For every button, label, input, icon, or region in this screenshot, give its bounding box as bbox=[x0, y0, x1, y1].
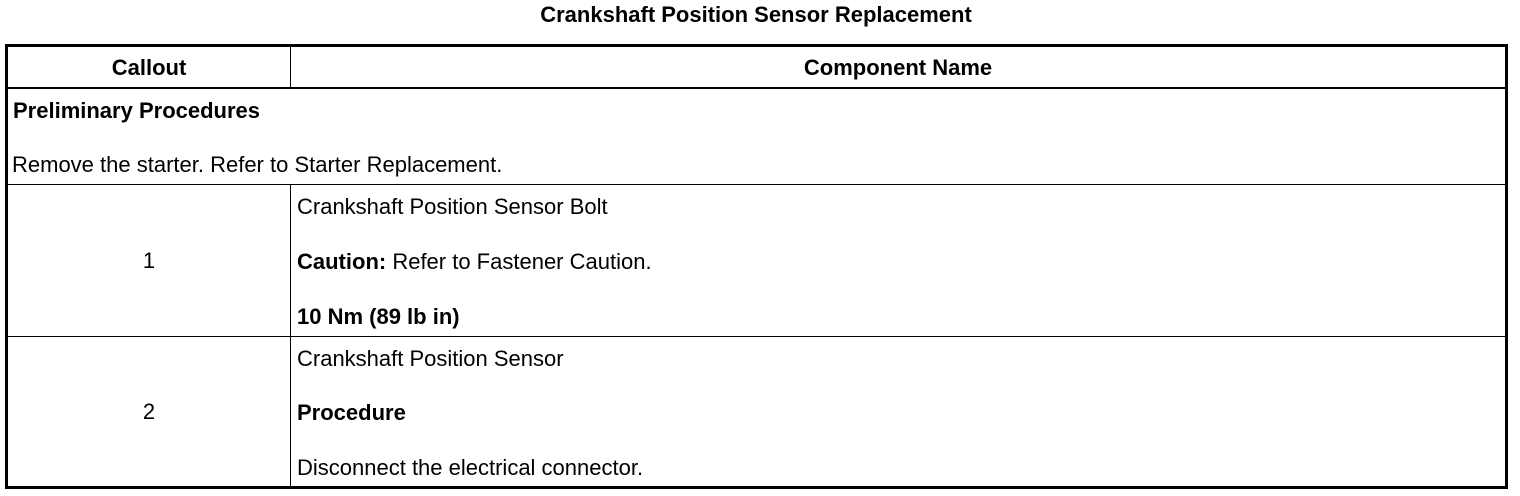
preliminary-heading: Preliminary Procedures bbox=[13, 98, 261, 123]
preliminary-cell: Preliminary Procedures Remove the starte… bbox=[8, 89, 1505, 184]
table-row: 1 Crankshaft Position Sensor Bolt Cautio… bbox=[8, 185, 1505, 337]
component-name: Crankshaft Position Sensor bbox=[297, 346, 564, 371]
component-name: Crankshaft Position Sensor Bolt bbox=[297, 194, 608, 219]
table-header-row: Callout Component Name bbox=[8, 47, 1505, 89]
procedure-label: Procedure bbox=[297, 400, 406, 425]
table-row: 2 Crankshaft Position Sensor Procedure D… bbox=[8, 337, 1505, 486]
page-title: Crankshaft Position Sensor Replacement bbox=[540, 2, 972, 27]
header-component-name: Component Name bbox=[803, 55, 993, 80]
preliminary-text: Remove the starter. Refer to Starter Rep… bbox=[12, 152, 503, 177]
caution-line: Caution: Refer to Fastener Caution. bbox=[297, 249, 652, 275]
callout-number: 1 bbox=[142, 247, 156, 273]
callout-cell: 2 bbox=[8, 337, 291, 486]
procedure-table: Callout Component Name Preliminary Proce… bbox=[5, 44, 1508, 489]
caution-label: Caution: bbox=[297, 249, 387, 274]
procedure-text: Disconnect the electrical connector. bbox=[297, 455, 644, 480]
preliminary-procedures-row: Preliminary Procedures Remove the starte… bbox=[8, 89, 1505, 185]
caution-text: Refer to Fastener Caution. bbox=[386, 249, 652, 274]
component-cell: Crankshaft Position Sensor Bolt Caution:… bbox=[291, 185, 1505, 336]
torque-spec: 10 Nm (89 lb in) bbox=[297, 304, 460, 329]
component-cell: Crankshaft Position Sensor Procedure Dis… bbox=[291, 337, 1505, 486]
header-callout: Callout bbox=[8, 47, 291, 87]
callout-number: 2 bbox=[142, 398, 156, 424]
callout-cell: 1 bbox=[8, 185, 291, 336]
